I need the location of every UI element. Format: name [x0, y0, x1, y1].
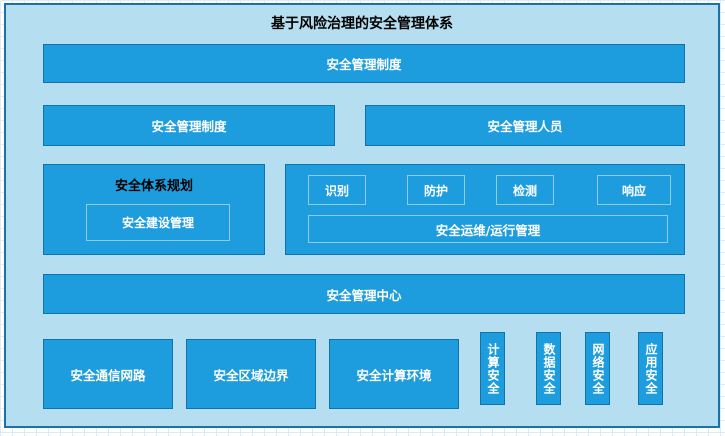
box-step-identify: 识别: [308, 175, 366, 205]
box-step-respond: 响应: [597, 175, 671, 205]
box-security-construction-management: 安全建设管理: [86, 204, 230, 241]
box-security-management-rules: 安全管理制度: [43, 105, 335, 146]
box-secure-area-boundary: 安全区域边界: [186, 339, 316, 409]
box-network-security: 网络安全: [585, 332, 610, 405]
group-security-system-planning: 安全体系规划 安全建设管理: [43, 164, 265, 255]
diagram-title: 基于风险治理的安全管理体系: [271, 16, 453, 32]
box-security-operations-management: 安全运维/运行管理: [308, 215, 668, 243]
box-security-management-system-bar: 安全管理制度: [43, 44, 685, 83]
diagram-canvas: 基于风险治理的安全管理体系 安全管理制度 安全管理制度 安全管理人员 安全体系规…: [4, 3, 720, 428]
box-step-protect: 防护: [407, 175, 465, 205]
box-application-security: 应用安全: [638, 332, 663, 405]
box-data-security: 数据安全: [536, 332, 561, 405]
box-step-detect: 检测: [496, 175, 554, 205]
group-security-operations: 识别 防护 检测 响应 安全运维/运行管理: [285, 164, 685, 255]
group-security-system-planning-title: 安全体系规划: [114, 179, 193, 194]
box-security-management-personnel: 安全管理人员: [365, 105, 685, 146]
box-secure-communication-network: 安全通信网路: [43, 339, 173, 409]
box-secure-computing-environment: 安全计算环境: [329, 339, 459, 409]
box-computing-security: 计算安全: [480, 332, 505, 405]
box-security-management-center: 安全管理中心: [43, 274, 685, 314]
